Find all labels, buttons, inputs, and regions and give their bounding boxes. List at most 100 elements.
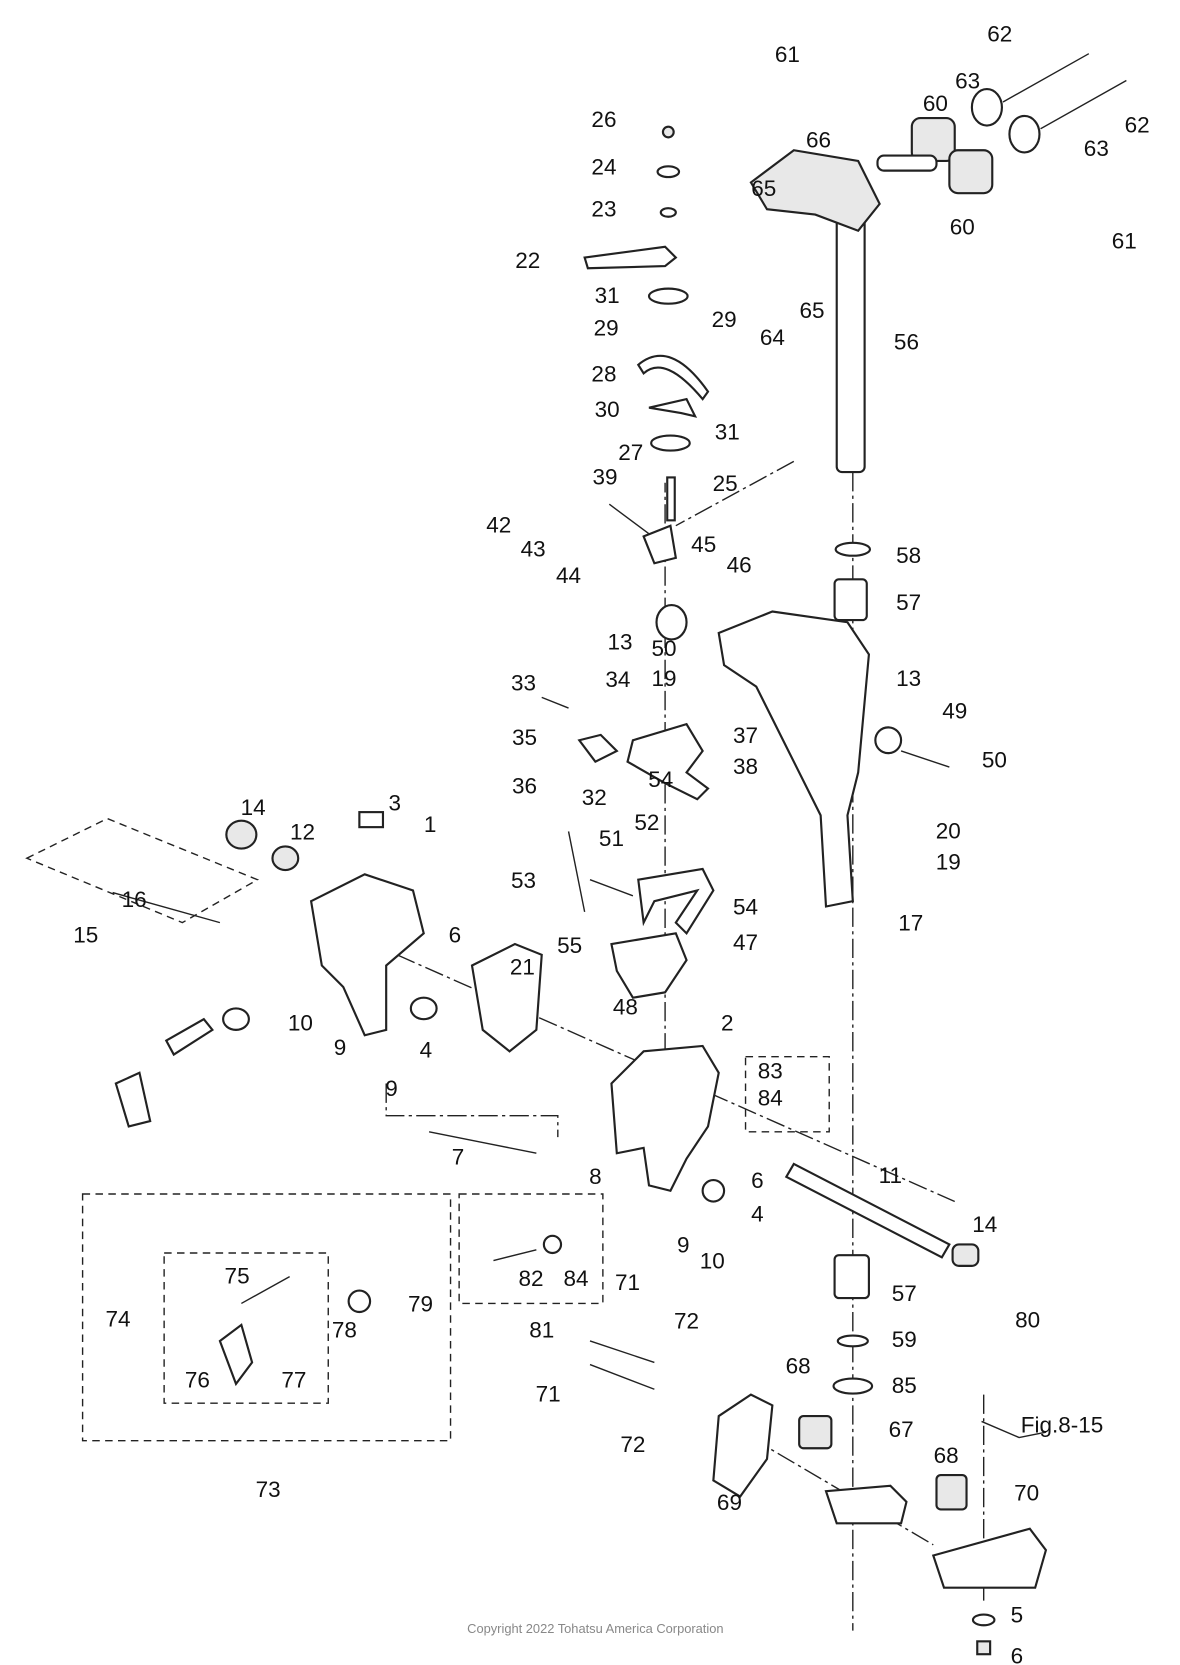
part-number-label[interactable]: 1 bbox=[424, 812, 437, 837]
part-number-label[interactable]: 58 bbox=[896, 543, 921, 568]
part-number-label[interactable]: 73 bbox=[256, 1477, 281, 1502]
part-number-label[interactable]: 54 bbox=[733, 895, 758, 920]
part-number-label[interactable]: 84 bbox=[564, 1266, 589, 1291]
part-number-label[interactable]: 17 bbox=[898, 911, 923, 936]
part-number-label[interactable]: 23 bbox=[591, 196, 616, 221]
part-number-label[interactable]: 6 bbox=[751, 1168, 764, 1193]
part-number-label[interactable]: 68 bbox=[934, 1443, 959, 1468]
part-number-label[interactable]: 71 bbox=[536, 1382, 561, 1407]
part-number-label[interactable]: 2 bbox=[721, 1010, 734, 1035]
part-number-label[interactable]: 13 bbox=[896, 666, 921, 691]
part-number-label[interactable]: 11 bbox=[879, 1163, 902, 1188]
part-number-label[interactable]: 81 bbox=[529, 1317, 554, 1342]
part-number-label[interactable]: 64 bbox=[760, 325, 785, 350]
part-number-label[interactable]: 43 bbox=[521, 536, 546, 561]
part-number-label[interactable]: 8 bbox=[589, 1164, 602, 1189]
part-number-label[interactable]: 66 bbox=[806, 128, 831, 153]
part-number-label[interactable]: 13 bbox=[608, 630, 633, 655]
part-number-label[interactable]: 9 bbox=[334, 1035, 347, 1060]
part-number-label[interactable]: 60 bbox=[950, 215, 975, 240]
part-number-label[interactable]: 28 bbox=[591, 361, 616, 386]
part-number-label[interactable]: 76 bbox=[185, 1368, 210, 1393]
part-number-label[interactable]: 63 bbox=[1084, 136, 1109, 161]
part-number-label[interactable]: 34 bbox=[605, 667, 630, 692]
part-number-label[interactable]: 22 bbox=[515, 248, 540, 273]
part-number-label[interactable]: 29 bbox=[712, 307, 737, 332]
part-number-label[interactable]: 45 bbox=[691, 532, 716, 557]
part-number-label[interactable]: 65 bbox=[751, 176, 776, 201]
part-number-label[interactable]: 31 bbox=[595, 283, 620, 308]
part-number-label[interactable]: 53 bbox=[511, 868, 536, 893]
part-number-label[interactable]: 10 bbox=[700, 1249, 725, 1274]
part-number-label[interactable]: 24 bbox=[591, 154, 616, 179]
part-number-label[interactable]: 25 bbox=[713, 471, 738, 496]
part-number-label[interactable]: 69 bbox=[717, 1490, 742, 1515]
part-number-label[interactable]: 57 bbox=[896, 590, 921, 615]
part-number-label[interactable]: 77 bbox=[281, 1368, 306, 1393]
part-number-label[interactable]: 20 bbox=[936, 818, 961, 843]
part-number-label[interactable]: 3 bbox=[388, 791, 401, 816]
part-number-label[interactable]: 42 bbox=[486, 513, 511, 538]
part-number-label[interactable]: 12 bbox=[290, 820, 315, 845]
part-number-label[interactable]: 30 bbox=[595, 397, 620, 422]
part-number-label[interactable]: 62 bbox=[1125, 113, 1150, 138]
part-number-label[interactable]: 49 bbox=[942, 698, 967, 723]
part-number-label[interactable]: 54 bbox=[648, 767, 673, 792]
part-number-label[interactable]: 72 bbox=[620, 1432, 645, 1457]
part-number-label[interactable]: 55 bbox=[557, 933, 582, 958]
part-number-label[interactable]: 75 bbox=[225, 1264, 250, 1289]
part-number-label[interactable]: 9 bbox=[677, 1233, 690, 1258]
part-number-label[interactable]: 15 bbox=[73, 923, 98, 948]
part-number-label[interactable]: 37 bbox=[733, 723, 758, 748]
part-number-label[interactable]: 48 bbox=[613, 994, 638, 1019]
part-number-label[interactable]: 21 bbox=[510, 955, 535, 980]
part-number-label[interactable]: 74 bbox=[105, 1307, 130, 1332]
part-number-label[interactable]: 72 bbox=[674, 1309, 699, 1334]
part-number-label[interactable]: 82 bbox=[518, 1266, 543, 1291]
part-number-label[interactable]: 60 bbox=[923, 91, 948, 116]
part-number-label[interactable]: 50 bbox=[651, 636, 676, 661]
part-number-label[interactable]: 32 bbox=[582, 785, 607, 810]
part-number-label[interactable]: 63 bbox=[955, 69, 980, 94]
part-number-label[interactable]: 52 bbox=[634, 810, 659, 835]
part-number-label[interactable]: 56 bbox=[894, 329, 919, 354]
part-number-label[interactable]: 19 bbox=[936, 850, 961, 875]
part-number-label[interactable]: 36 bbox=[512, 773, 537, 798]
part-number-label[interactable]: 6 bbox=[449, 923, 462, 948]
part-number-label[interactable]: 16 bbox=[122, 887, 147, 912]
part-number-label[interactable]: 14 bbox=[241, 795, 266, 820]
part-number-label[interactable]: 10 bbox=[288, 1010, 313, 1035]
part-number-label[interactable]: 26 bbox=[591, 107, 616, 132]
part-number-label[interactable]: 47 bbox=[733, 930, 758, 955]
part-number-label[interactable]: 84 bbox=[758, 1086, 783, 1111]
part-number-label[interactable]: 4 bbox=[751, 1201, 764, 1226]
part-number-label[interactable]: 6 bbox=[1011, 1643, 1024, 1665]
part-number-label[interactable]: 27 bbox=[618, 440, 643, 465]
part-number-label[interactable]: 4 bbox=[420, 1037, 433, 1062]
part-number-label[interactable]: 83 bbox=[758, 1059, 783, 1084]
part-number-label[interactable]: 85 bbox=[892, 1373, 917, 1398]
figure-reference[interactable]: Fig.8-15 bbox=[1021, 1413, 1104, 1438]
part-number-label[interactable]: 14 bbox=[972, 1212, 997, 1237]
part-number-label[interactable]: 65 bbox=[800, 298, 825, 323]
part-number-label[interactable]: 68 bbox=[786, 1354, 811, 1379]
part-number-label[interactable]: 70 bbox=[1014, 1480, 1039, 1505]
part-number-label[interactable]: 51 bbox=[599, 826, 624, 851]
part-number-label[interactable]: 50 bbox=[982, 748, 1007, 773]
part-number-label[interactable]: 67 bbox=[889, 1417, 914, 1442]
part-number-label[interactable]: 35 bbox=[512, 725, 537, 750]
part-number-label[interactable]: 19 bbox=[651, 666, 676, 691]
part-number-label[interactable]: 39 bbox=[592, 464, 617, 489]
part-number-label[interactable]: 71 bbox=[615, 1270, 640, 1295]
part-number-label[interactable]: 46 bbox=[727, 552, 752, 577]
part-number-label[interactable]: 38 bbox=[733, 754, 758, 779]
part-number-label[interactable]: 61 bbox=[1112, 228, 1137, 253]
part-number-label[interactable]: 79 bbox=[408, 1292, 433, 1317]
part-number-label[interactable]: 33 bbox=[511, 670, 536, 695]
part-number-label[interactable]: 7 bbox=[452, 1145, 465, 1170]
part-number-label[interactable]: 59 bbox=[892, 1327, 917, 1352]
part-number-label[interactable]: 5 bbox=[1011, 1603, 1024, 1628]
part-number-label[interactable]: 31 bbox=[715, 419, 740, 444]
part-number-label[interactable]: 57 bbox=[892, 1281, 917, 1306]
part-number-label[interactable]: 62 bbox=[987, 21, 1012, 46]
